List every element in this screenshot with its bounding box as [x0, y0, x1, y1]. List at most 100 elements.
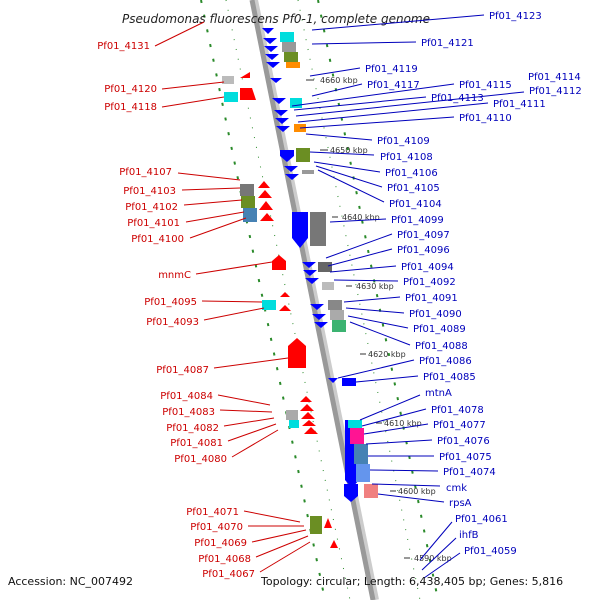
- gene-label: Pf01_4059: [464, 546, 517, 557]
- right-labels: Pf01_4123 Pf01_4121 Pf01_4119 Pf01_4117 …: [291, 11, 582, 579]
- gene-arrow: [303, 270, 317, 276]
- accession-text: Accession: NC_007492: [8, 575, 133, 588]
- gene-arrow: [272, 98, 286, 104]
- leader-line: [315, 165, 383, 188]
- leader-line: [161, 81, 225, 90]
- gene-label: Pf01_4114: [528, 72, 581, 83]
- gene-label: Pf01_4067: [202, 569, 255, 580]
- gene-box: [290, 98, 302, 108]
- gene-arrow: [314, 322, 328, 328]
- gene-label: Pf01_4094: [401, 262, 454, 273]
- gene-label: mtnA: [425, 388, 452, 399]
- leader-line: [347, 315, 409, 329]
- gene-arrow: [266, 62, 280, 68]
- leader-line: [329, 265, 397, 273]
- ruler-label: 4660 kbp: [320, 76, 358, 85]
- leader-line: [251, 529, 307, 543]
- gene-label: Pf01_4117: [367, 80, 420, 91]
- gene-label: Pf01_4113: [431, 93, 484, 104]
- leader-line: [259, 541, 311, 573]
- gene-box: [241, 196, 255, 208]
- gene-arrow: [330, 540, 338, 548]
- leader-line: [177, 172, 241, 181]
- gene-label: Pf01_4085: [423, 372, 476, 383]
- leader-line: [419, 521, 453, 561]
- gene-arrow: [272, 255, 286, 270]
- reverse-strand-boxes: [280, 32, 378, 498]
- gene-label: Pf01_4082: [166, 423, 219, 434]
- gene-label: Pf01_4075: [439, 452, 492, 463]
- gene-arrow: [260, 213, 274, 221]
- gene-label: Pf01_4091: [405, 293, 458, 304]
- gene-label: Pf01_4112: [529, 86, 582, 97]
- gene-label: Pf01_4109: [377, 136, 430, 147]
- leader-line: [343, 296, 401, 303]
- gene-box: [348, 420, 362, 428]
- outer-left-track: [200, 0, 326, 600]
- leader-line: [337, 359, 415, 379]
- gene-label: Pf01_4101: [127, 218, 180, 229]
- ruler-label: 4620 kbp: [368, 350, 406, 359]
- leader-line: [309, 67, 361, 77]
- leader-line: [181, 187, 241, 191]
- gene-box: [280, 32, 294, 42]
- leader-line: [189, 217, 247, 239]
- gene-label: Pf01_4080: [174, 454, 227, 465]
- gene-label: Pf01_4106: [385, 168, 438, 179]
- gene-label: Pf01_4097: [397, 230, 450, 241]
- gene-arrow: [258, 181, 270, 188]
- leader-line: [201, 300, 263, 303]
- gene-arrow: [302, 262, 316, 268]
- gene-label: Pf01_4069: [194, 538, 247, 549]
- leader-line: [217, 394, 271, 406]
- leader-line: [161, 96, 225, 108]
- gene-arrow: [300, 404, 314, 411]
- leader-line: [255, 535, 309, 558]
- gene-box: [364, 484, 378, 498]
- leader-line: [421, 537, 457, 571]
- ruler-label: 4630 kbp: [356, 282, 394, 291]
- gene-box: [262, 300, 276, 310]
- leader-line: [377, 493, 445, 503]
- leader-line: [355, 375, 419, 383]
- gene-box: [356, 464, 370, 482]
- gene-arrow: [300, 396, 312, 402]
- leader-line: [291, 83, 455, 107]
- gene-label: Pf01_4081: [170, 438, 223, 449]
- gene-label: Pf01_4077: [433, 420, 486, 431]
- gene-box: [282, 42, 296, 52]
- gene-arrow: [292, 212, 308, 248]
- gene-label: Pf01_4089: [413, 324, 466, 335]
- gene-label: Pf01_4068: [198, 554, 251, 565]
- gene-arrow: [240, 72, 250, 78]
- gene-label: rpsA: [449, 498, 472, 509]
- gene-arrow: [265, 54, 279, 60]
- gene-label: Pf01_4096: [397, 245, 450, 256]
- gene-box: [240, 184, 254, 196]
- gene-arrow: [302, 420, 316, 426]
- gene-label: Pf01_4104: [389, 199, 442, 210]
- gene-label: Pf01_4070: [190, 522, 243, 533]
- gene-arrow: [305, 278, 319, 284]
- gene-label: Pf01_4123: [489, 11, 542, 22]
- leader-line: [313, 161, 381, 173]
- leader-line: [295, 91, 525, 117]
- gene-arrow: [284, 166, 298, 172]
- gene-label: Pf01_4131: [97, 41, 150, 52]
- gene-label: Pf01_4121: [421, 38, 474, 49]
- leader-line: [195, 261, 273, 275]
- leader-line: [361, 408, 427, 427]
- gene-label: Pf01_4108: [380, 152, 433, 163]
- gene-label: mnmC: [158, 270, 191, 281]
- leader-line: [154, 21, 205, 47]
- gene-arrow: [310, 304, 324, 310]
- ruler: 4660 kbp 4650 kbp 4640 kbp 4630 kbp 4620…: [306, 76, 452, 563]
- gene-box: [284, 52, 298, 62]
- leader-line: [371, 483, 441, 487]
- leader-line: [213, 357, 289, 369]
- gene-label: Pf01_4107: [119, 167, 172, 178]
- leader-line: [311, 83, 363, 97]
- leader-line: [349, 321, 411, 346]
- ruler-label: 4600 kbp: [398, 487, 436, 496]
- gene-label: Pf01_4086: [419, 356, 472, 367]
